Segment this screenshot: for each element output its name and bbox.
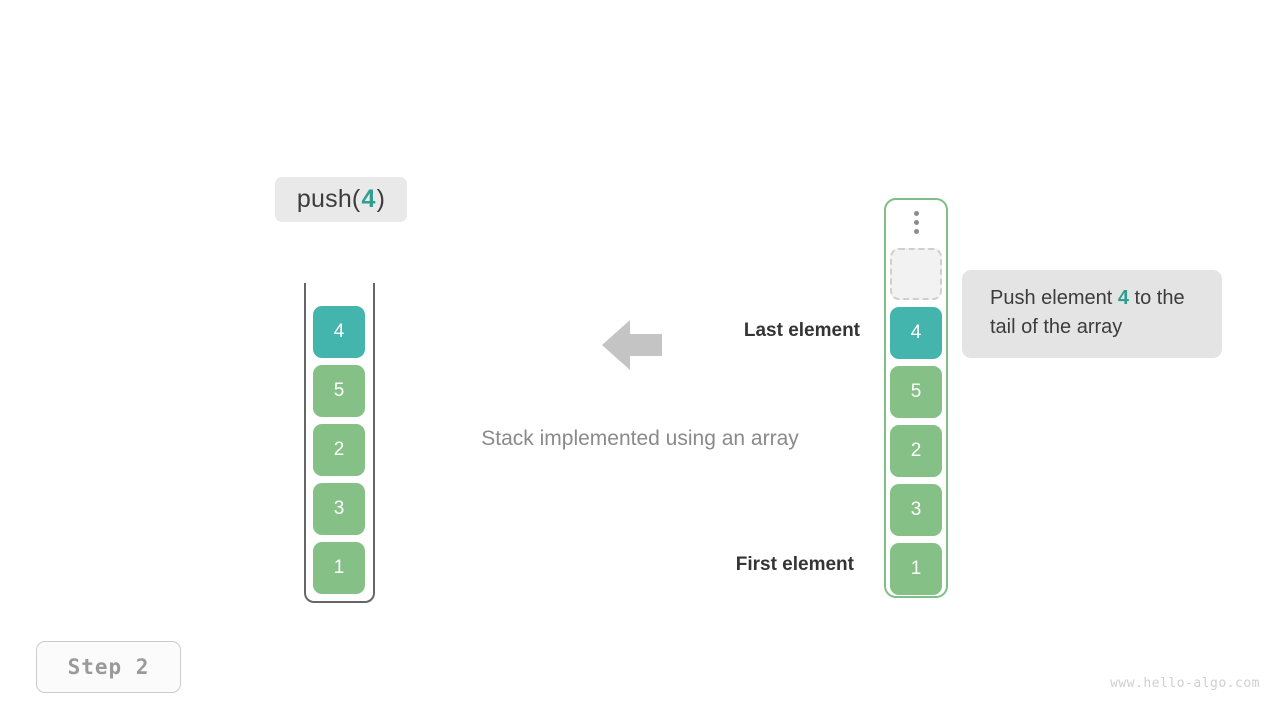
left-arrow-icon — [602, 318, 662, 372]
array-cell-list: 4 5 2 3 1 — [890, 248, 942, 595]
stack-cell: 1 — [313, 542, 365, 594]
array-cell: 1 — [890, 543, 942, 595]
array-container: 4 5 2 3 1 — [884, 198, 948, 598]
watermark: www.hello-algo.com — [1110, 676, 1260, 691]
tooltip-description: Push element 4 to the tail of the array — [962, 270, 1222, 358]
page-caption: Stack implemented using an array — [481, 427, 799, 450]
annotation-last-element: Last element — [743, 320, 860, 341]
array-cell: 4 — [890, 307, 942, 359]
tooltip-highlight: 4 — [1117, 287, 1129, 309]
stack-container: 4 5 2 3 1 — [304, 283, 375, 603]
array-cell-placeholder — [890, 248, 942, 300]
operation-prefix: push( — [296, 185, 361, 213]
stack-cell: 4 — [313, 306, 365, 358]
operation-label: push(4) — [275, 177, 407, 222]
step-badge: Step 2 — [36, 641, 181, 693]
array-cell: 3 — [890, 484, 942, 536]
stack-cell: 3 — [313, 483, 365, 535]
stack-cell-list: 4 5 2 3 1 — [313, 306, 365, 594]
array-frame — [884, 198, 948, 598]
array-cell: 5 — [890, 366, 942, 418]
tooltip-text-after: to the tail of the array — [990, 287, 1185, 338]
stack-cell: 5 — [313, 365, 365, 417]
vertical-ellipsis-icon — [884, 211, 948, 234]
annotation-first-element: First element — [735, 554, 854, 575]
stack-cell: 2 — [313, 424, 365, 476]
stack-frame — [304, 283, 375, 603]
operation-suffix: ) — [376, 185, 386, 213]
array-cell: 2 — [890, 425, 942, 477]
tooltip-text-before: Push element — [990, 287, 1118, 309]
operation-argument: 4 — [361, 185, 376, 213]
